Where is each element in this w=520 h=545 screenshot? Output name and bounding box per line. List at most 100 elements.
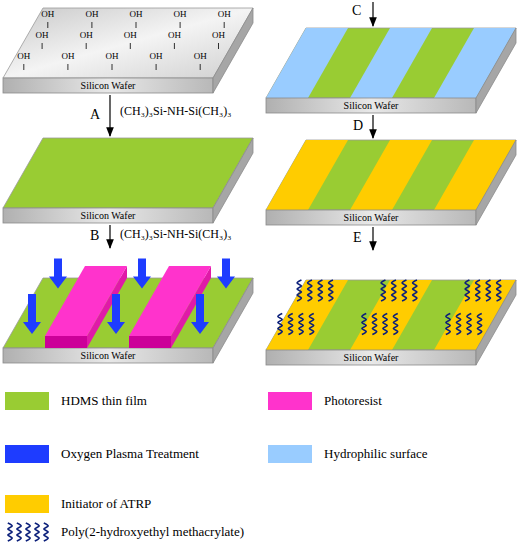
wafer-illustration [266, 140, 516, 225]
oh-bond [67, 64, 68, 70]
polymer-brush [362, 314, 366, 335]
legend-entry: Poly(2-hydroxyethyl methacrylate) [5, 521, 515, 543]
wafer-top-face [3, 138, 253, 208]
polymer-brush [413, 280, 417, 301]
step-letter: C [352, 3, 361, 18]
legend-label: Photoresist [324, 393, 382, 409]
polymer-brush-symbol [35, 523, 39, 541]
legend-entry: Hydrophilic surface [268, 443, 515, 465]
wafer-illustration [3, 259, 253, 364]
plasma-arrow [107, 294, 125, 334]
polymer-brush [456, 314, 460, 335]
step-arrow [109, 225, 110, 248]
wafer-top-face [266, 28, 516, 98]
wafer-side-face [213, 138, 253, 223]
oh-bond [136, 22, 137, 28]
polymer-brush [329, 280, 333, 301]
oh-bond [224, 22, 225, 28]
wafer-front-face [3, 208, 213, 223]
hydroxyl-group: OH [61, 52, 74, 62]
polymer-brush [467, 314, 471, 335]
step-arrow [372, 2, 373, 26]
oh-bond [42, 43, 43, 49]
wafer-side-face [476, 28, 516, 113]
oh-bond [112, 64, 113, 70]
polymer-brush [278, 314, 282, 335]
surface-stripe [266, 28, 348, 98]
reagent-formula: (CH₃)₃Si-NH-Si(CH₃)₃ [120, 105, 231, 118]
hydroxyl-group: OH [168, 31, 181, 41]
wafer-front-face [3, 348, 213, 363]
wafer-top-face [3, 278, 253, 348]
legend-entry: Initiator of ATRP [5, 493, 515, 515]
hydroxyl-group: OH [17, 52, 30, 62]
legend-entry: HDMS thin film [5, 390, 515, 412]
polymer-brush [446, 314, 450, 335]
legend-label: Poly(2-hydroxyethyl methacrylate) [61, 524, 244, 540]
step-letter: D [353, 118, 363, 133]
polymer-brush [477, 314, 481, 335]
legend-label: Initiator of ATRP [61, 496, 151, 512]
hydroxyl-group: OH [194, 52, 207, 62]
oh-bond [180, 22, 181, 28]
polymer-brush [383, 314, 387, 335]
oh-bond [156, 64, 157, 70]
polymer-brush [393, 314, 397, 335]
photoresist-front [129, 336, 171, 348]
wafer-front-face [3, 78, 213, 93]
legend-label: HDMS thin film [61, 393, 147, 409]
wafer-top-face [3, 8, 253, 78]
hydroxyl-group: OH [218, 10, 231, 20]
wafer: Silicon Wafer [3, 250, 253, 363]
wafer: Silicon Wafer [3, 8, 253, 93]
polymer-brush [497, 280, 501, 301]
plasma-arrow [23, 294, 41, 334]
wafer-illustration [266, 28, 516, 113]
step-letter: A [90, 107, 100, 122]
legend-swatch [5, 392, 49, 410]
wafer-label: Silicon Wafer [266, 210, 476, 225]
polymer-brush [392, 280, 396, 301]
surface-stripe [350, 280, 432, 350]
wafer: Silicon Wafer [266, 252, 516, 365]
oh-bond [86, 43, 87, 49]
polymer-brush [402, 280, 406, 301]
legend-swatch [268, 445, 312, 463]
step-arrow [372, 227, 373, 250]
hydroxyl-group: OH [106, 52, 119, 62]
wafer-side-face [476, 140, 516, 225]
polymer-brush-symbol [44, 523, 48, 541]
surface-stripe [350, 28, 432, 98]
polymer-brush [372, 314, 376, 335]
hydroxyl-group: OH [41, 10, 54, 20]
polymer-brush [381, 280, 385, 301]
wafer: Silicon Wafer [266, 140, 516, 225]
polymer-brush [476, 280, 480, 301]
wafer: Silicon Wafer [266, 28, 516, 113]
wafer-side-face [213, 278, 253, 363]
polymer-brush [288, 314, 292, 335]
legend-swatch [268, 392, 312, 410]
plasma-arrow [217, 259, 235, 289]
legend-entry: Oxygen Plasma Treatment [5, 443, 515, 465]
wafer-front-face [266, 98, 476, 113]
hydroxyl-group: OH [212, 31, 225, 41]
oh-bond [174, 43, 175, 49]
wafer-label: Silicon Wafer [3, 78, 213, 93]
polymer-brush-symbol [26, 523, 30, 541]
legend-label: Hydrophilic surface [324, 446, 428, 462]
oh-bond [200, 64, 201, 70]
plasma-arrow [133, 259, 151, 289]
wafer-side-face [476, 280, 516, 365]
wafer-label: Silicon Wafer [3, 348, 213, 363]
oh-bond [47, 22, 48, 28]
hydroxyl-group: OH [130, 10, 143, 20]
wafer-side-face [213, 8, 253, 93]
hydroxyl-group: OH [36, 31, 49, 41]
oh-bond [130, 43, 131, 49]
wafer-front-face [266, 210, 476, 225]
